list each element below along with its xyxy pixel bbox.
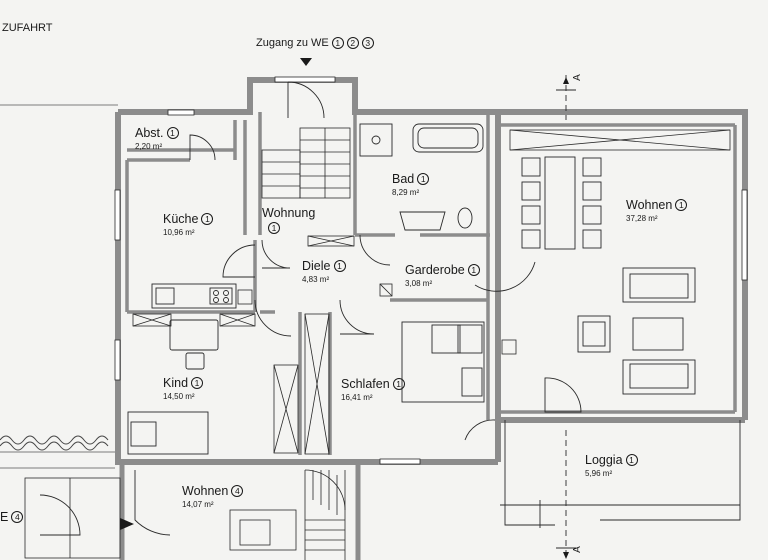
entrance-unit-1: 1: [331, 37, 344, 49]
entrance-unit-2: 2: [346, 37, 359, 49]
entrance-label: Zugang zu WE 1 2 3: [256, 37, 374, 49]
room-area: 14,07 m²: [182, 500, 214, 509]
room-unit: 1: [675, 199, 688, 211]
closets: [132, 129, 731, 455]
entrance-text: Zugang zu WE: [256, 37, 329, 49]
room-label-abst: Abst.1 2,20 m²: [135, 126, 179, 151]
room-name: Garderobe: [405, 263, 465, 277]
direction-arrows: [120, 58, 569, 559]
room-unit: 1: [333, 260, 346, 272]
room-name: Wohnen: [626, 198, 673, 212]
room-unit: 1: [467, 264, 480, 276]
room-area: 14,50 m²: [163, 392, 195, 401]
room-name: Abst.: [135, 126, 164, 140]
bathroom-fixtures: [359, 123, 484, 231]
adjacent-unit-prefix: E: [0, 510, 9, 524]
entrance-unit-3: 3: [361, 37, 374, 49]
room-area: 5,96 m²: [585, 469, 613, 478]
room-unit: 4: [231, 485, 244, 497]
section-label-top: A: [571, 74, 583, 81]
child-room-furniture: [127, 319, 219, 455]
room-area: 4,83 m²: [302, 275, 330, 284]
room-area: 8,29 m²: [392, 188, 420, 197]
room-unit: 1: [191, 377, 204, 389]
adjacent-unit-number: 4: [11, 511, 24, 523]
room-unit: 1: [392, 378, 405, 390]
room-name: Bad: [392, 172, 415, 186]
room-unit: 1: [417, 173, 430, 185]
room-area: 2,20 m²: [135, 142, 163, 151]
kitchen-fixtures: [151, 283, 237, 309]
room-unit: 1: [625, 454, 638, 466]
living-room-furniture: [521, 156, 696, 395]
doors: [39, 81, 582, 536]
staircase: [261, 127, 351, 199]
room-name: Wohnung: [262, 206, 316, 220]
room-area: 10,96 m²: [163, 228, 195, 237]
zufahrt-label: ZUFAHRT: [2, 22, 53, 34]
room-area: 16,41 m²: [341, 393, 373, 402]
loggia-outline: [500, 420, 741, 528]
adjacent-unit-label: E 4: [0, 510, 24, 524]
hedge: [0, 435, 109, 451]
section-markers: [556, 75, 576, 560]
room-unit: 1: [201, 213, 214, 225]
room-name: Loggia: [585, 453, 623, 467]
bedroom-furniture: [401, 321, 485, 403]
site-lines: [0, 104, 118, 469]
room-area: 37,28 m²: [626, 214, 658, 223]
room-name: Wohnen: [182, 484, 229, 498]
room-name: Schlafen: [341, 377, 390, 391]
small-fixtures: [237, 283, 517, 355]
room-name: Küche: [163, 212, 199, 226]
room-label-wohnung: Wohnung 1: [262, 206, 315, 234]
room-area: 3,08 m²: [405, 279, 433, 288]
adjacent-unit: [119, 462, 361, 560]
windows: [114, 76, 748, 465]
room-name: Kind: [163, 376, 189, 390]
interior-walls: [125, 112, 737, 455]
room-unit: 1: [268, 222, 280, 234]
room-unit: 1: [166, 127, 179, 139]
room-name: Diele: [302, 259, 331, 273]
section-label-bottom: A: [571, 546, 583, 553]
